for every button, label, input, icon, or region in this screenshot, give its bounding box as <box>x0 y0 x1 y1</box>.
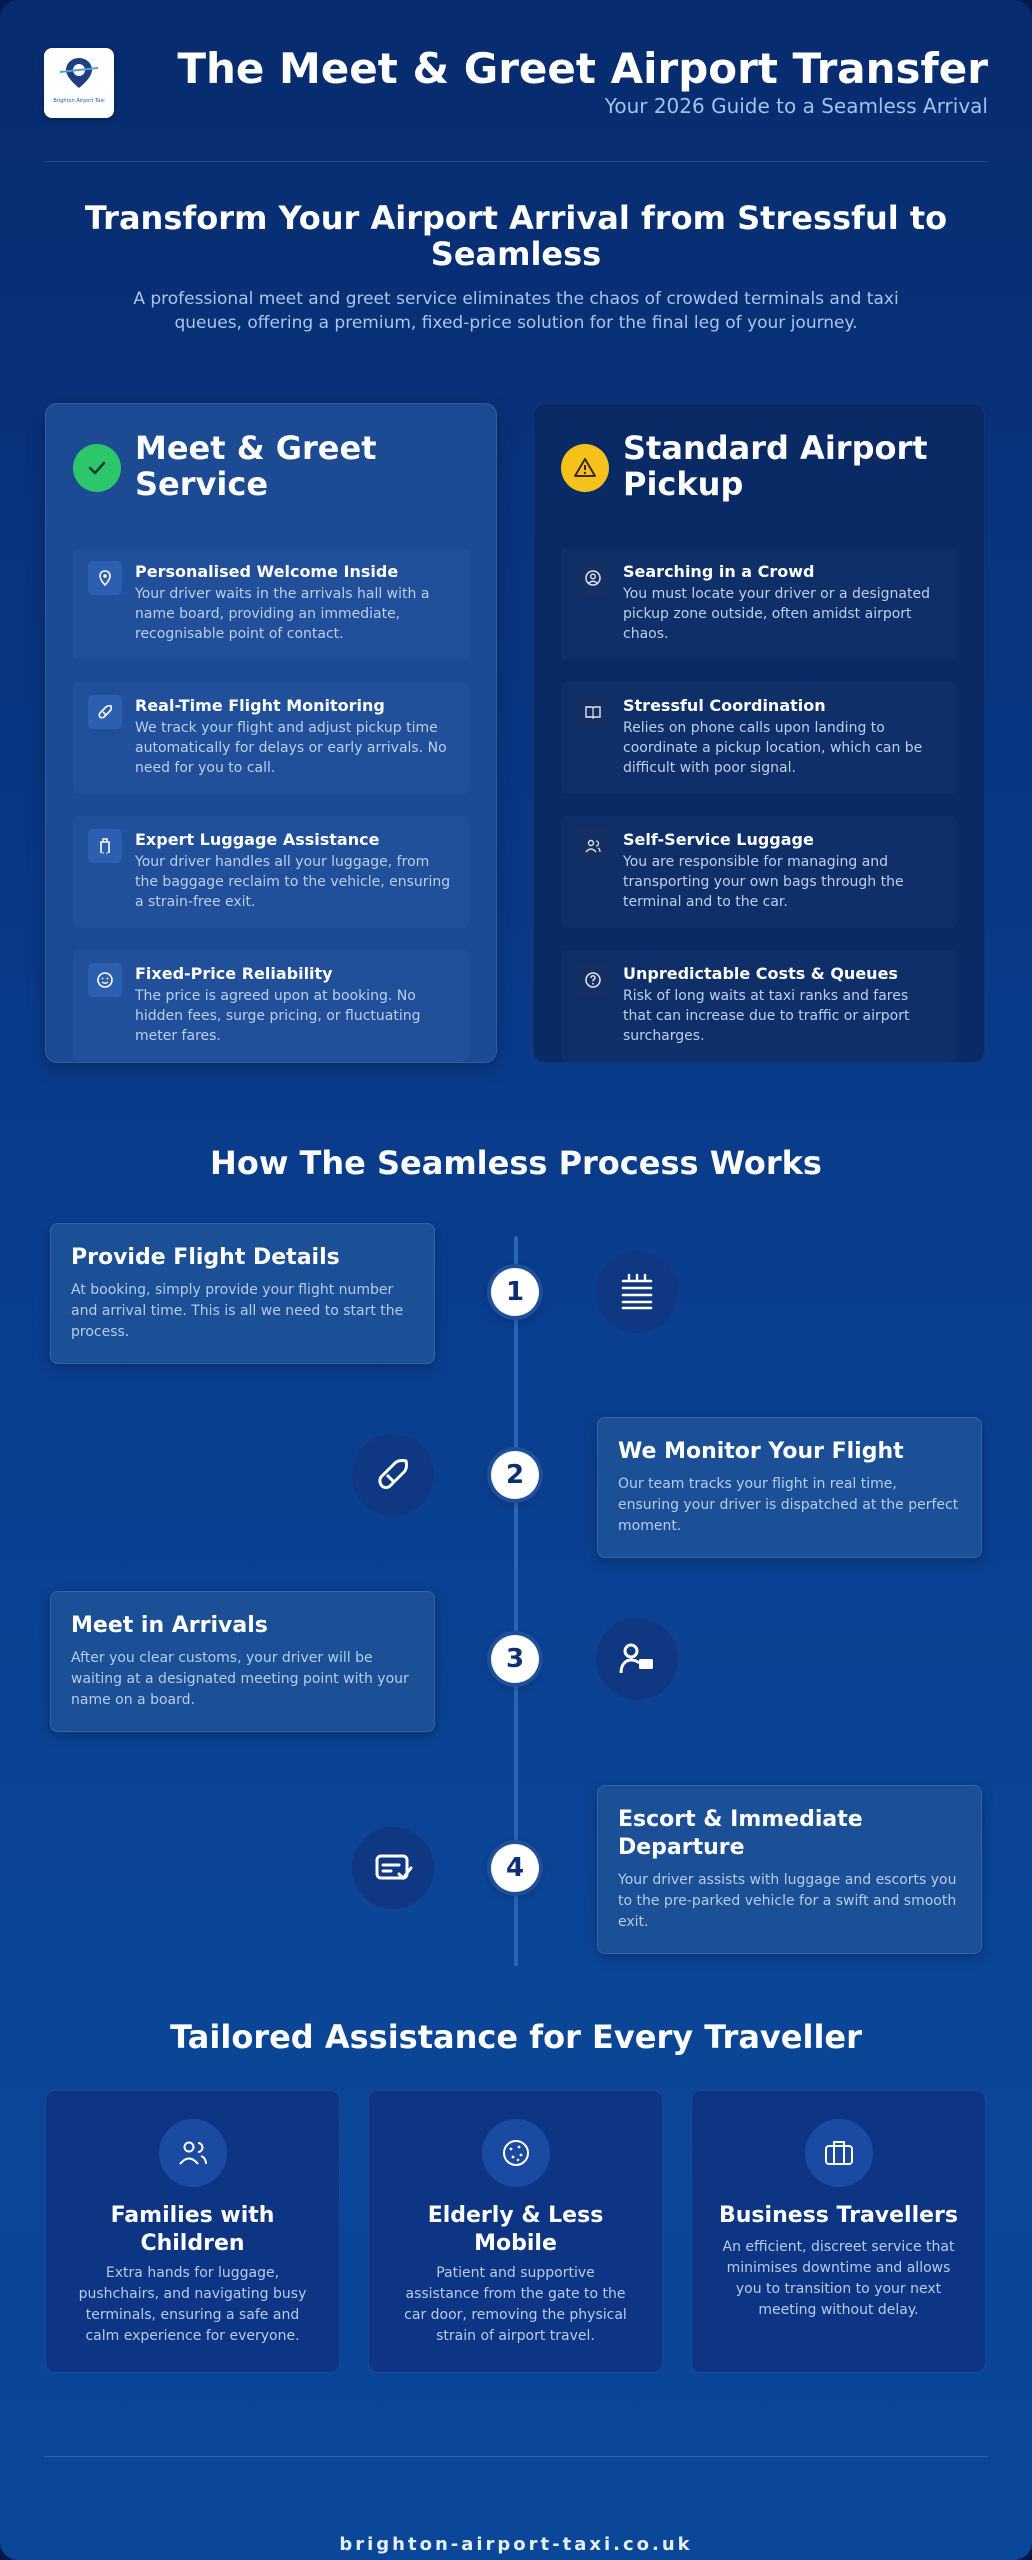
flight-tag-icon <box>88 695 122 729</box>
feature-title: Personalised Welcome Inside <box>135 562 399 581</box>
audience-desc: Patient and supportive assistance from t… <box>404 2265 627 2344</box>
step-card-2: We Monitor Your Flight Our team tracks y… <box>597 1417 982 1558</box>
cookie-icon <box>482 2119 550 2187</box>
step-desc: Our team tracks your flight in real time… <box>618 1476 959 1534</box>
pin-logo-icon <box>59 58 99 88</box>
audience-desc: Extra hands for luggage, pushchairs, and… <box>78 2265 307 2344</box>
header-divider <box>44 161 988 162</box>
feature-item: Unpredictable Costs & Queues Risk of lon… <box>561 950 957 1062</box>
feature-item: Expert Luggage Assistance Your driver ha… <box>73 816 469 928</box>
feature-title: Unpredictable Costs & Queues <box>623 964 898 983</box>
check-icon <box>73 444 121 492</box>
step-title: Escort & Immediate Departure <box>618 1807 863 1860</box>
warning-icon <box>561 444 609 492</box>
step-title: Meet in Arrivals <box>71 1613 268 1638</box>
step-number-3: 3 <box>491 1635 539 1683</box>
feature-title: Self-Service Luggage <box>623 830 814 849</box>
footer-divider <box>44 2456 988 2457</box>
footer-url[interactable]: brighton-airport-taxi.co.uk <box>339 2534 693 2555</box>
feature-title: Searching in a Crowd <box>623 562 815 581</box>
audience-title: Elderly & Less Mobile <box>427 2203 604 2256</box>
page-subtitle: Your 2026 Guide to a Seamless Arrival <box>604 94 988 118</box>
question-icon <box>576 963 610 997</box>
card-check-icon <box>352 1827 434 1909</box>
briefcase-icon <box>805 2119 873 2187</box>
audience-card-business: Business Travellers An efficient, discre… <box>691 2090 986 2373</box>
user-circle-icon <box>576 561 610 595</box>
meet-greet-panel: Meet & Greet Service Personalised Welcom… <box>45 403 497 1063</box>
feature-desc: Relies on phone calls upon landing to co… <box>623 720 923 776</box>
feature-desc: The price is agreed upon at booking. No … <box>135 988 421 1044</box>
feature-title: Real-Time Flight Monitoring <box>135 696 385 715</box>
feature-title: Expert Luggage Assistance <box>135 830 380 849</box>
family-icon <box>159 2119 227 2187</box>
step-card-4: Escort & Immediate Departure Your driver… <box>597 1785 982 1954</box>
step-card-1: Provide Flight Details At booking, simpl… <box>50 1223 435 1364</box>
audience-title: Families with Children <box>110 2203 275 2256</box>
step-number-1: 1 <box>491 1268 539 1316</box>
smile-icon <box>88 963 122 997</box>
luggage-icon <box>88 829 122 863</box>
audience-title: Business Travellers <box>719 2203 958 2228</box>
person-sign-icon <box>596 1618 678 1700</box>
feature-title: Stressful Coordination <box>623 696 826 715</box>
panel-title: Standard Airport Pickup <box>623 429 928 503</box>
timeline-line <box>514 1236 518 1966</box>
step-desc: Your driver assists with luggage and esc… <box>618 1872 957 1930</box>
audience-desc: An efficient, discreet service that mini… <box>722 2239 955 2318</box>
location-pin-icon <box>88 561 122 595</box>
panel-header: Meet & Greet Service <box>73 430 469 520</box>
flight-tag-icon <box>352 1434 434 1516</box>
step-desc: At booking, simply provide your flight n… <box>71 1282 404 1340</box>
notepad-icon <box>596 1251 678 1333</box>
page-title: The Meet & Greet Airport Transfer <box>177 44 988 93</box>
feature-item: Real-Time Flight Monitoring We track you… <box>73 682 469 794</box>
feature-item: Stressful Coordination Relies on phone c… <box>561 682 957 794</box>
feature-desc: You must locate your driver or a designa… <box>623 586 930 642</box>
feature-item: Personalised Welcome Inside Your driver … <box>73 548 469 660</box>
panel-header: Standard Airport Pickup <box>561 430 957 520</box>
header: Brighton Airport Taxi The Meet & Greet A… <box>44 44 988 120</box>
book-icon <box>576 695 610 729</box>
hero-description: A professional meet and greet service el… <box>133 289 899 333</box>
audience-card-families: Families with Children Extra hands for l… <box>45 2090 340 2373</box>
feature-desc: Your driver handles all your luggage, fr… <box>135 854 451 910</box>
step-number-2: 2 <box>491 1451 539 1499</box>
feature-item: Searching in a Crowd You must locate you… <box>561 548 957 660</box>
hero-title: Transform Your Airport Arrival from Stre… <box>84 199 948 273</box>
brand-logo: Brighton Airport Taxi <box>44 48 114 118</box>
step-number-4: 4 <box>491 1844 539 1892</box>
feature-desc: You are responsible for managing and tra… <box>623 854 904 910</box>
step-title: Provide Flight Details <box>71 1245 340 1270</box>
users-icon <box>576 829 610 863</box>
panel-title: Meet & Greet Service <box>135 429 377 503</box>
audience-section-title: Tailored Assistance for Every Traveller <box>170 2018 862 2056</box>
process-section-title: How The Seamless Process Works <box>210 1144 822 1182</box>
feature-desc: We track your flight and adjust pickup t… <box>135 720 447 776</box>
step-card-3: Meet in Arrivals After you clear customs… <box>50 1591 435 1732</box>
step-title: We Monitor Your Flight <box>618 1439 904 1464</box>
feature-desc: Your driver waits in the arrivals hall w… <box>135 586 430 642</box>
audience-card-elderly: Elderly & Less Mobile Patient and suppor… <box>368 2090 663 2373</box>
feature-title: Fixed-Price Reliability <box>135 964 333 983</box>
feature-item: Self-Service Luggage You are responsible… <box>561 816 957 928</box>
logo-text: Brighton Airport Taxi <box>53 98 105 104</box>
feature-item: Fixed-Price Reliability The price is agr… <box>73 950 469 1062</box>
step-desc: After you clear customs, your driver wil… <box>71 1650 409 1708</box>
feature-desc: Risk of long waits at taxi ranks and far… <box>623 988 910 1044</box>
standard-pickup-panel: Standard Airport Pickup Searching in a C… <box>533 403 985 1063</box>
